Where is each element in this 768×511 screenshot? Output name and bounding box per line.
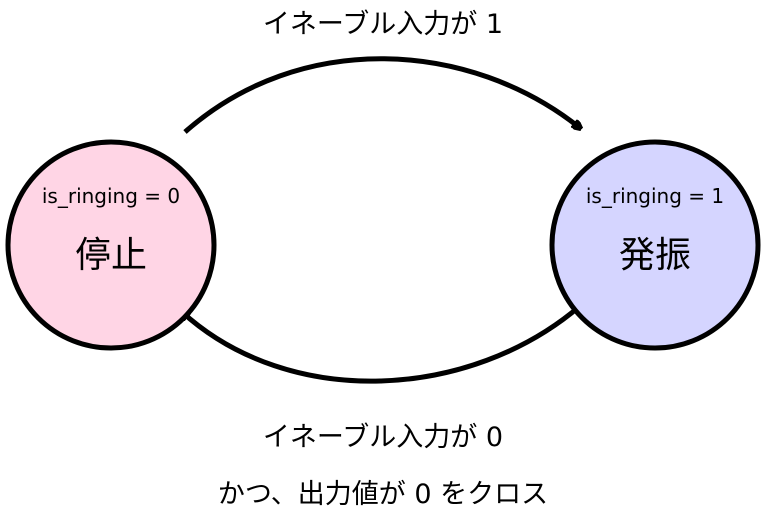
state-circle-stopped (5, 139, 217, 351)
transition-arrow-disable (182, 304, 582, 384)
state-label-stopped: 停止 (74, 235, 148, 276)
state-label-ringing: 発振 (618, 235, 692, 276)
transition-label-disable-line1: イネーブル入力が 0 (262, 422, 504, 453)
transition-label-enable: イネーブル入力が 1 (262, 9, 504, 40)
state-variable-ringing: is_ringing = 1 (585, 184, 725, 208)
state-circle-ringing (549, 139, 761, 351)
state-variable-stopped: is_ringing = 0 (41, 184, 181, 208)
transition-label-disable-line2: かつ、出力値が 0 をクロス (217, 479, 549, 510)
transition-arrow-enable (183, 56, 580, 134)
